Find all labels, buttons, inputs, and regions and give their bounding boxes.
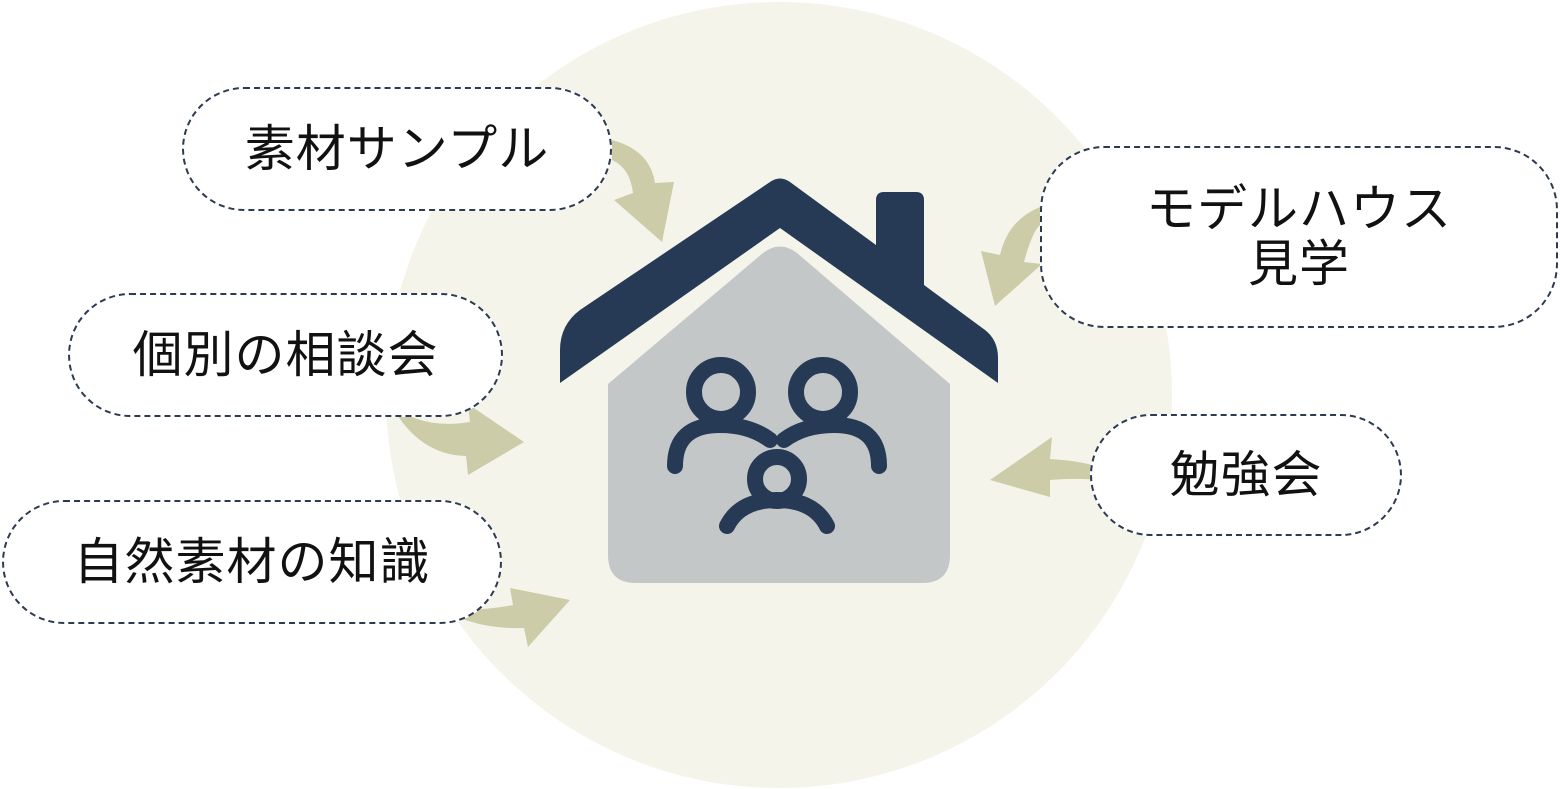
bubble-model-house-tour: モデルハウス 見学 xyxy=(1040,146,1558,328)
house-roof xyxy=(560,178,998,383)
bubble-individual-consultation: 個別の相談会 xyxy=(68,293,503,417)
material-samples-label: 素材サンプル xyxy=(244,119,550,178)
arrow-knowledge xyxy=(430,588,570,647)
arrow-samples xyxy=(612,140,674,242)
person-child-body xyxy=(719,491,835,534)
family-icon xyxy=(667,357,887,534)
person-right-body xyxy=(776,416,887,474)
arrow-study xyxy=(990,437,1130,497)
bubble-material-samples: 素材サンプル xyxy=(182,87,612,211)
bubble-study-session: 勉強会 xyxy=(1090,414,1402,536)
study-session-label: 勉強会 xyxy=(1169,445,1323,504)
person-left-body xyxy=(667,416,778,474)
model-house-label-line2: 見学 xyxy=(1248,235,1350,293)
bubble-natural-material-knowledge: 自然素材の知識 xyxy=(2,500,502,624)
house-icon xyxy=(560,178,998,583)
model-house-label-line1: モデルハウス xyxy=(1146,180,1452,238)
natural-material-knowledge-label: 自然素材の知識 xyxy=(73,532,431,591)
arrow-consultation xyxy=(390,403,524,475)
arrows xyxy=(390,140,1130,647)
arrow-model-house xyxy=(981,207,1042,306)
house-body xyxy=(608,246,950,583)
individual-consultation-label: 個別の相談会 xyxy=(132,325,439,384)
